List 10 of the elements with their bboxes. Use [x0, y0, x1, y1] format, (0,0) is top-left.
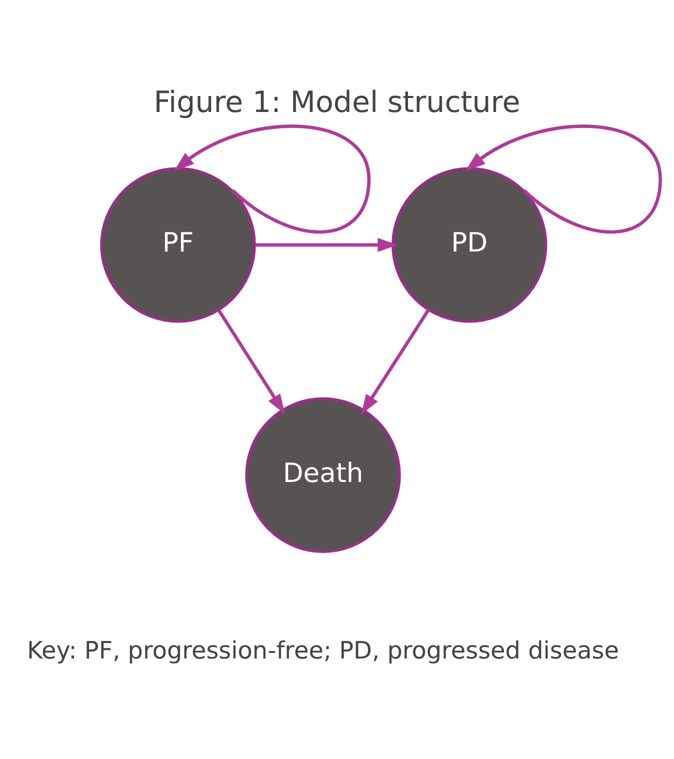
arrow [361, 308, 430, 414]
diagram-title: Figure 1: Model structure [154, 84, 520, 119]
arrow [217, 308, 286, 414]
arrow [254, 237, 398, 252]
node-circle: PD [392, 166, 548, 322]
node-circle: Death [245, 396, 401, 552]
node-circle: PF [100, 166, 256, 322]
label: Key: PF, progression-free; PD, progressed disease [27, 636, 619, 664]
arrow [465, 124, 662, 233]
arrow [174, 124, 371, 233]
